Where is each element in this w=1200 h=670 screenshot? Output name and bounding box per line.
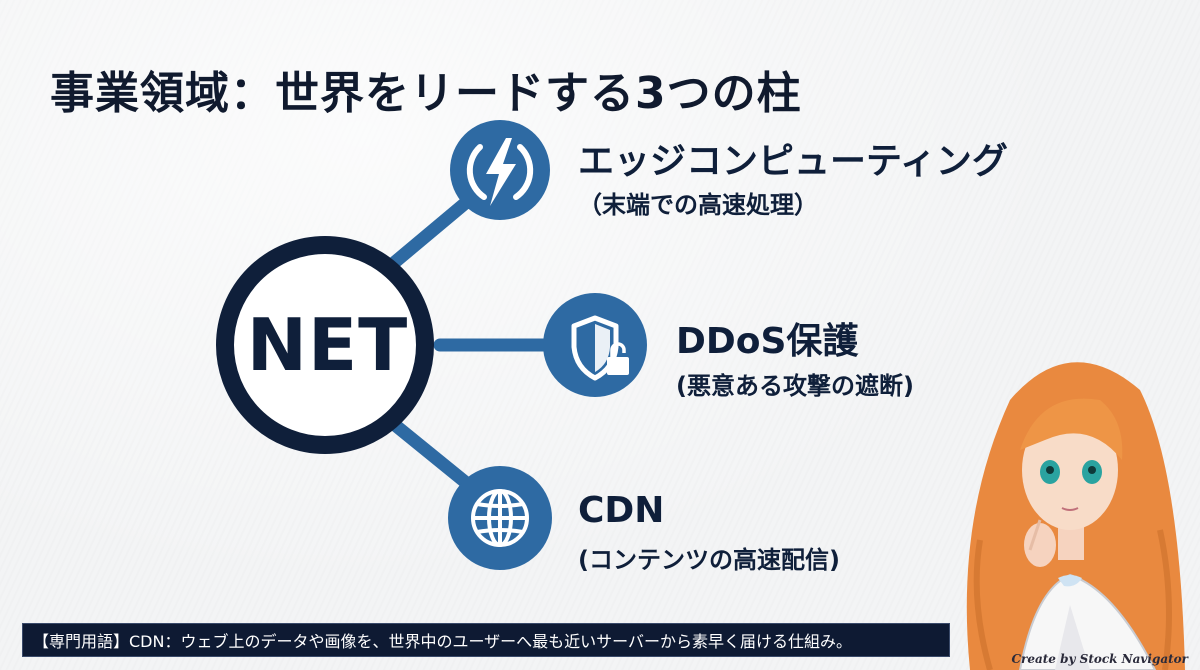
connector-edge xyxy=(388,188,482,269)
node-title-edge: エッジコンピューティング xyxy=(578,141,1008,182)
node-title-ddos: DDoS保護 xyxy=(676,321,859,362)
page-title: 事業領域：世界をリードする3つの柱 xyxy=(50,68,802,120)
node-subtitle-cdn: (コンテンツの高速配信) xyxy=(578,546,840,574)
character-illustration xyxy=(966,362,1185,670)
glossary-footer: 【専門用語】CDN：ウェブ上のデータや画像を、世界中のユーザーへ最も近いサーバー… xyxy=(22,623,950,657)
shield-lock-icon xyxy=(571,315,629,381)
globe-icon xyxy=(471,489,529,547)
credit-text: Create by Stock Navigator xyxy=(1011,652,1188,666)
hub-label: NET xyxy=(246,303,409,387)
node-subtitle-ddos: (悪意ある攻撃の遮断) xyxy=(676,372,914,400)
lightning-icon xyxy=(466,138,534,206)
node-title-cdn: CDN xyxy=(578,490,665,531)
glossary-text: 【専門用語】CDN：ウェブ上のデータや画像を、世界中のユーザーへ最も近いサーバー… xyxy=(33,632,852,651)
node-edge-computing xyxy=(450,120,550,220)
node-ddos xyxy=(543,293,647,397)
connector-cdn xyxy=(388,418,482,497)
hub-ring xyxy=(216,236,434,454)
node-subtitle-edge: （末端での高速処理） xyxy=(578,191,818,219)
node-cdn xyxy=(448,466,552,570)
